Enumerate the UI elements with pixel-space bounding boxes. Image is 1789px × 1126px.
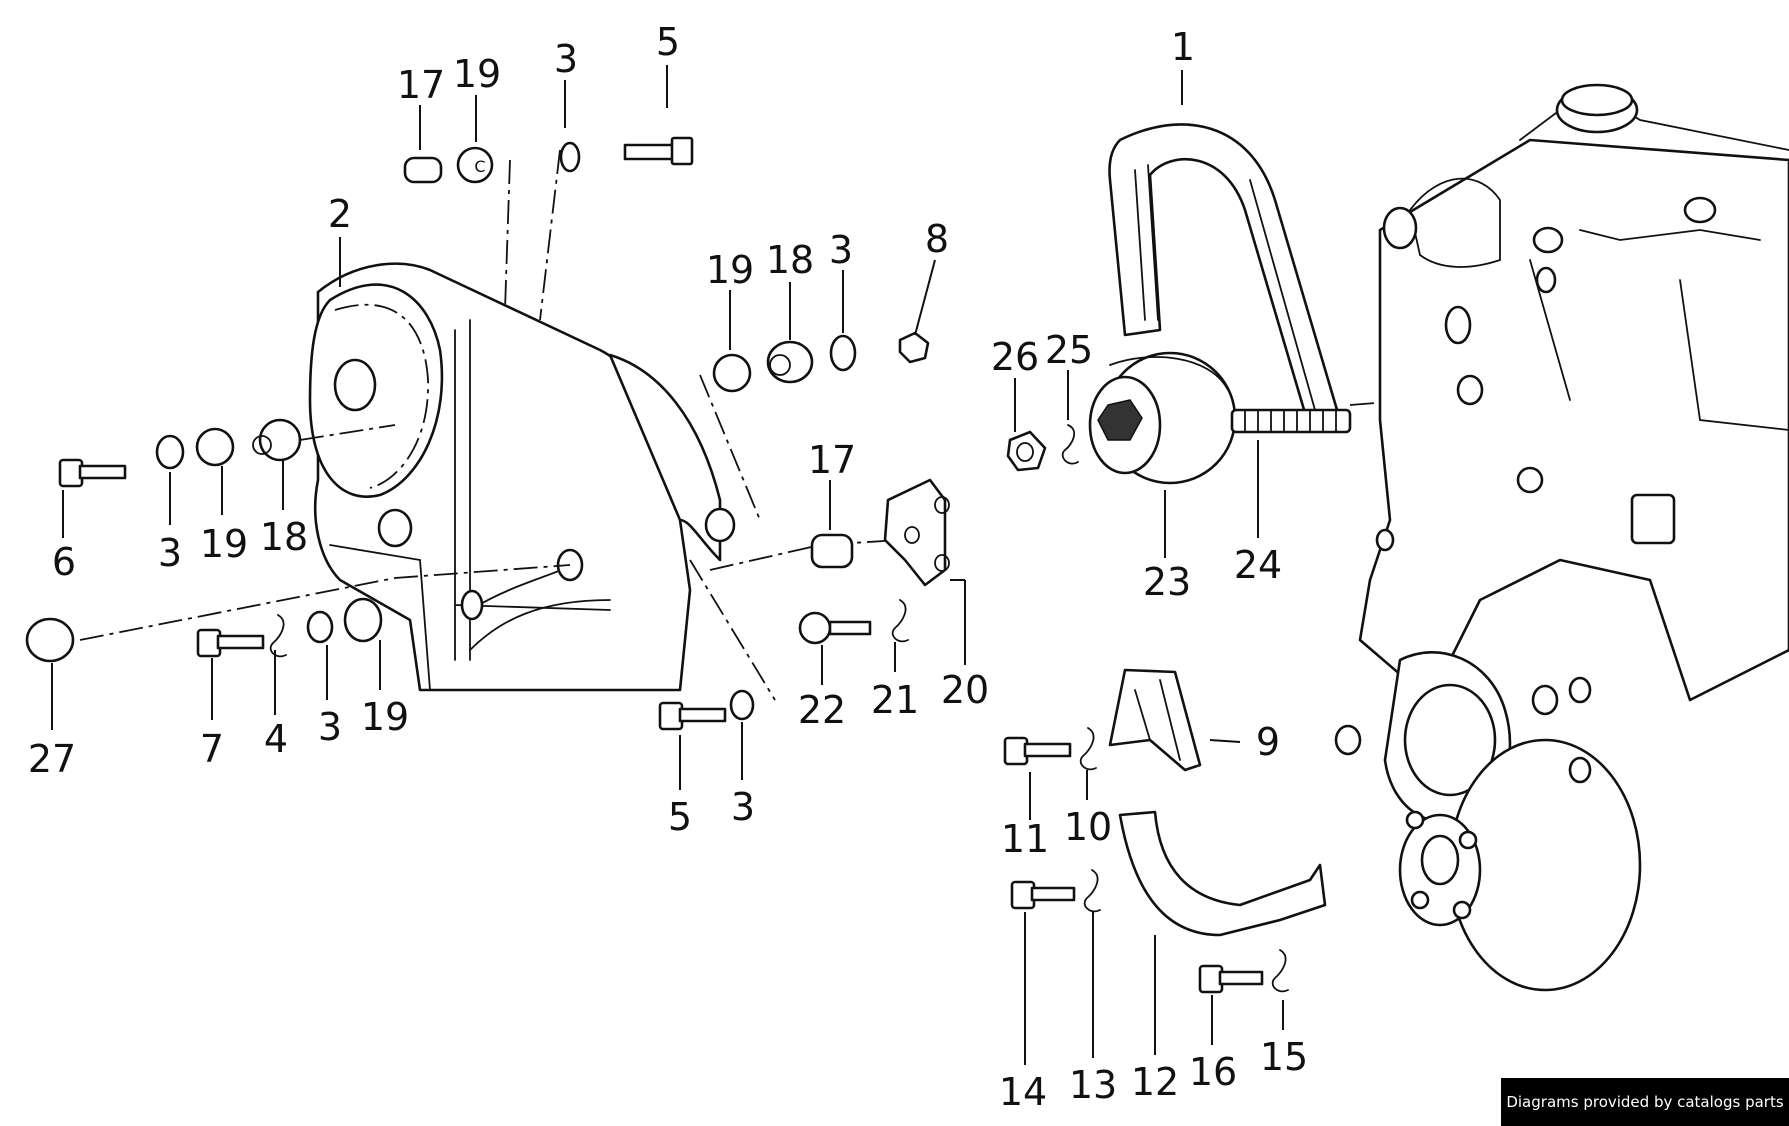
timing-belt-cover[interactable]	[308, 262, 736, 692]
lower-cover-9[interactable]	[1108, 668, 1202, 772]
callout-12: 12	[1131, 1060, 1179, 1104]
bolt-5a[interactable]	[623, 136, 694, 166]
tensioner-nut[interactable]	[1006, 430, 1047, 472]
callout-26: 26	[991, 335, 1039, 379]
grommet-19c[interactable]	[195, 427, 235, 467]
callout-8: 8	[925, 217, 949, 261]
callout-19: 19	[453, 52, 501, 96]
callout-19: 19	[200, 522, 248, 566]
callout-6: 6	[52, 540, 76, 584]
callout-22: 22	[798, 688, 846, 732]
callout-13: 13	[1069, 1063, 1117, 1107]
callout-11: 11	[1001, 817, 1049, 861]
grommet-19b[interactable]	[712, 353, 752, 393]
callout-2: 2	[328, 192, 352, 236]
washer-3e[interactable]	[729, 689, 755, 721]
washer-3d[interactable]	[306, 610, 334, 644]
callout-4: 4	[264, 717, 288, 761]
callout-17: 17	[397, 63, 445, 107]
grommet-19d[interactable]	[343, 597, 383, 643]
callout-15: 15	[1260, 1035, 1308, 1079]
bracket-20[interactable]	[883, 478, 950, 587]
washer-3c[interactable]	[155, 434, 185, 470]
spring-washer-13[interactable]	[1083, 869, 1101, 913]
leader-lines	[51, 65, 1284, 1065]
spacer-17b[interactable]	[810, 533, 854, 569]
washer-3b[interactable]	[829, 334, 857, 372]
callout-14: 14	[999, 1070, 1047, 1114]
engine-block	[1358, 83, 1789, 702]
bolt-6[interactable]	[58, 458, 127, 488]
callout-18: 18	[766, 238, 814, 282]
callout-5: 5	[668, 795, 692, 839]
svg-text:C: C	[474, 157, 485, 176]
callout-19: 19	[706, 248, 754, 292]
callout-19: 19	[361, 695, 409, 739]
callout-10: 10	[1064, 805, 1112, 849]
tensioner-pulley[interactable]	[1088, 351, 1237, 485]
callout-3: 3	[318, 705, 342, 749]
plug-27[interactable]	[25, 617, 75, 663]
callout-24: 24	[1234, 543, 1282, 587]
spring-washer-4[interactable]	[269, 614, 287, 658]
bolt-16[interactable]	[1198, 964, 1264, 994]
nut-8[interactable]	[898, 331, 930, 364]
bolt-22[interactable]	[798, 611, 872, 645]
lower-cover-12[interactable]	[1118, 810, 1327, 937]
spacer-18a[interactable]	[766, 340, 814, 384]
callout-1: 1	[1171, 25, 1195, 69]
callout-21: 21	[871, 678, 919, 722]
credit-banner: Diagrams provided by catalogs parts	[1501, 1078, 1789, 1126]
stud-bolt[interactable]	[1230, 408, 1352, 434]
timing-belt[interactable]	[1108, 123, 1342, 432]
callout-16: 16	[1189, 1050, 1237, 1094]
callout-25: 25	[1045, 328, 1093, 372]
bolt-7[interactable]	[196, 628, 265, 658]
callout-5: 5	[656, 20, 680, 64]
crankshaft-pulley[interactable]	[1334, 651, 1642, 992]
callout-9: 9	[1256, 720, 1280, 764]
callout-17: 17	[808, 438, 856, 482]
bolt-11[interactable]	[1003, 736, 1072, 766]
spring-washer-21[interactable]	[891, 599, 909, 643]
callout-3: 3	[731, 785, 755, 829]
bolt-5b[interactable]	[658, 701, 727, 731]
washer-3a[interactable]	[559, 141, 581, 173]
spring-washer-15[interactable]	[1271, 949, 1289, 993]
callout-20: 20	[941, 668, 989, 712]
callout-18: 18	[260, 515, 308, 559]
spring-washer-10[interactable]	[1079, 727, 1097, 771]
grommet-19a[interactable]: C	[456, 146, 494, 184]
callout-3: 3	[158, 531, 182, 575]
callout-7: 7	[200, 727, 224, 771]
spacer-18b[interactable]	[252, 418, 302, 462]
spacer-17a[interactable]	[403, 156, 443, 184]
callout-3: 3	[829, 228, 853, 272]
callout-27: 27	[28, 737, 76, 781]
callout-3: 3	[554, 37, 578, 81]
callout-labels: 1 2 3 5 17 19 19 18 3 8 26 25 6 3 19 18 …	[28, 20, 1308, 1114]
spring-washer-25[interactable]	[1061, 424, 1079, 465]
callout-23: 23	[1143, 560, 1191, 604]
bolt-14[interactable]	[1010, 880, 1076, 910]
